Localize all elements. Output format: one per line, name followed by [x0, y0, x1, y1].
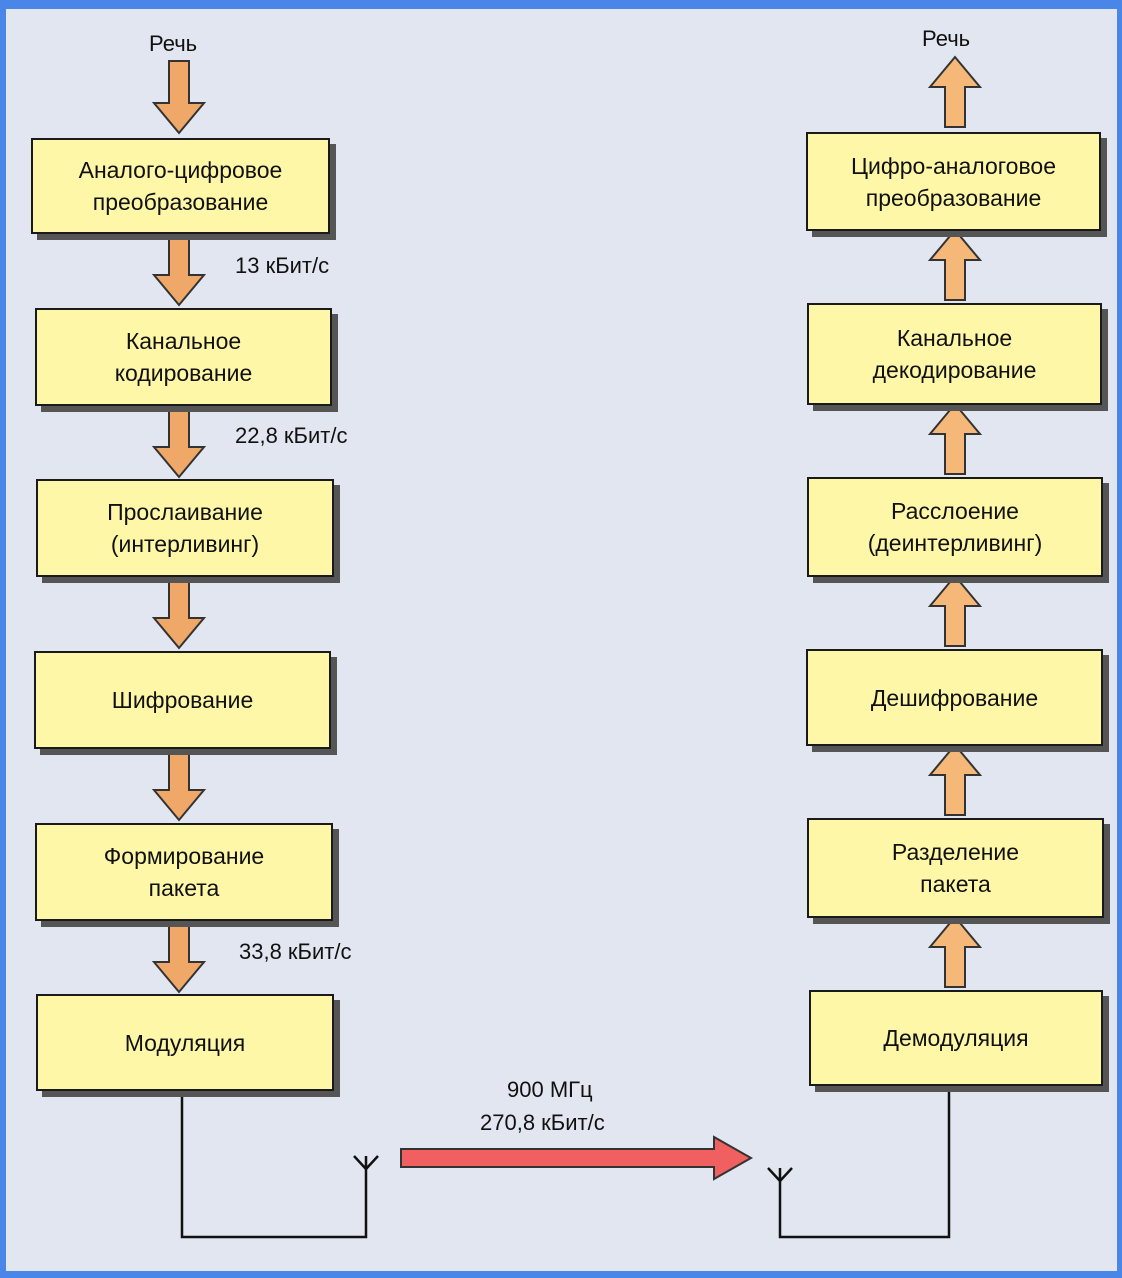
step-deinterleaving: Расслоение (деинтерливинг): [807, 477, 1103, 577]
rate-label-coded: 13 кБит/с: [235, 253, 330, 278]
channel-rate-label: 270,8 кБит/с: [480, 1110, 605, 1135]
arrow-interleaving-to-encryption: [151, 575, 207, 650]
step-channel-decoding-line2: декодирование: [872, 357, 1037, 383]
arrow-input-speech: [151, 60, 207, 135]
input-speech-label: Речь: [149, 31, 198, 56]
step-channel-coding: Канальное кодирование: [35, 308, 332, 406]
step-decryption: Дешифрование: [806, 649, 1103, 746]
diagram-canvas: Речь Речь Аналого-цифровое преобразовани…: [6, 9, 1117, 1271]
channel-frequency-label: 900 МГц: [507, 1077, 593, 1102]
arrow-decoding-to-dac: [927, 228, 983, 301]
arrow-adc-to-coding: [151, 232, 207, 307]
step-interleaving: Прослаивание (интерливинг): [36, 479, 334, 577]
step-dac-line1: Цифро-аналоговое: [850, 152, 1056, 179]
arrow-packet-to-modulation: [151, 919, 207, 994]
antenna-icon: [353, 1155, 379, 1171]
antenna-icon: [767, 1167, 793, 1183]
rate-label-packet: 33,8 кБит/с: [239, 939, 352, 964]
step-packet-forming-line2: пакета: [148, 875, 220, 901]
step-adc-line2: преобразование: [92, 189, 269, 215]
step-adc: Аналого-цифровое преобразование: [31, 138, 330, 234]
arrow-output-speech: [927, 55, 983, 128]
step-modulation: Модуляция: [36, 994, 334, 1091]
step-deinterleaving-line2: (деинтерливинг): [867, 530, 1043, 556]
step-packet-separation-line2: пакета: [920, 871, 991, 897]
transmitter-wire: [180, 1089, 368, 1239]
step-channel-decoding-line1: Канальное: [896, 325, 1013, 351]
radio-channel-arrow: [400, 1135, 754, 1181]
arrow-separation-to-decryption: [927, 743, 983, 816]
step-interleaving-line2: (интерливинг): [110, 531, 260, 557]
arrow-decryption-to-deinterleaving: [927, 574, 983, 647]
step-demodulation: Демодуляция: [809, 990, 1103, 1086]
step-encryption-line1: Шифрование: [111, 687, 254, 713]
step-deinterleaving-line1: Расслоение: [891, 498, 1019, 524]
step-decryption-line1: Дешифрование: [870, 684, 1039, 711]
step-encryption: Шифрование: [34, 651, 331, 749]
step-channel-coding-line2: кодирование: [114, 360, 253, 386]
arrow-deinterleaving-to-decoding: [927, 402, 983, 475]
rate-label-channel: 22,8 кБит/с: [235, 423, 348, 448]
step-demodulation-line1: Демодуляция: [883, 1025, 1029, 1051]
step-channel-decoding: Канальное декодирование: [807, 303, 1102, 405]
step-packet-separation-line1: Разделение: [891, 839, 1020, 865]
step-adc-line1: Аналого-цифровое: [78, 157, 283, 183]
step-packet-separation: Разделение пакета: [807, 818, 1104, 918]
output-speech-label: Речь: [922, 26, 971, 51]
arrow-demodulation-to-separation: [927, 915, 983, 988]
step-channel-coding-line1: Канальное: [125, 328, 242, 354]
connectors-layer: [151, 55, 983, 1239]
step-dac: Цифро-аналоговое преобразование: [806, 132, 1101, 231]
arrow-coding-to-interleaving: [151, 404, 207, 479]
step-dac-line2: преобразование: [865, 184, 1042, 211]
step-interleaving-line1: Прослаивание: [107, 499, 263, 525]
step-packet-forming-line1: Формирование: [103, 843, 265, 869]
receiver-wire: [778, 1085, 951, 1239]
step-packet-forming: Формирование пакета: [35, 823, 333, 921]
step-modulation-line1: Модуляция: [124, 1029, 246, 1056]
arrow-encryption-to-packet: [151, 747, 207, 822]
